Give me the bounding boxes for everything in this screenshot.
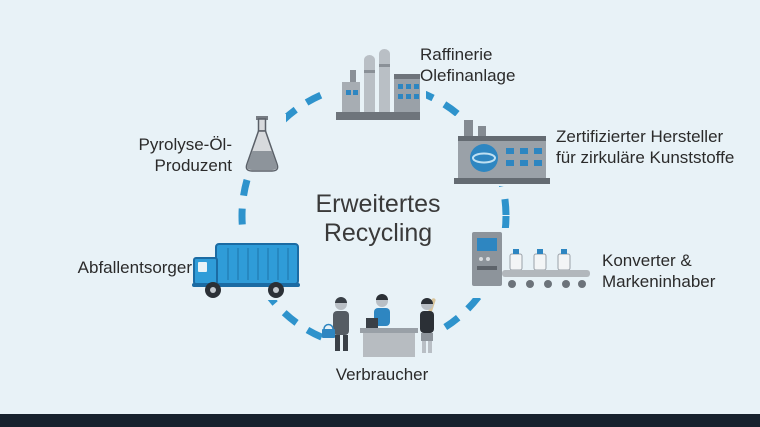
label-raffinerie: Raffinerie Olefinanlage	[420, 44, 515, 86]
label-konverter-line2: Markeninhaber	[602, 272, 716, 291]
label-verbraucher: Verbraucher	[318, 364, 446, 385]
label-abfallentsorger: Abfallentsorger	[58, 257, 192, 278]
checkout-consumers-icon	[322, 292, 442, 368]
cycle-title: Erweitertes Recycling	[274, 190, 482, 248]
label-konverter-line1: Konverter &	[602, 251, 692, 270]
label-pyrolyse: Pyrolyse-Öl- Produzent	[104, 134, 232, 176]
refinery-icon	[330, 48, 426, 128]
label-zertifizierter-line1: Zertifizierter Hersteller	[556, 127, 724, 146]
certified-factory-icon	[452, 116, 552, 186]
conveyor-belt-icon	[468, 228, 594, 298]
cycle-title-line1: Erweitertes	[315, 190, 441, 218]
label-konverter: Konverter & Markeninhaber	[602, 250, 715, 292]
cycle-title-line2: Recycling	[323, 219, 433, 247]
label-raffinerie-line1: Raffinerie	[420, 45, 493, 64]
footer-bar	[0, 414, 760, 427]
label-verbraucher-text: Verbraucher	[335, 365, 429, 384]
label-raffinerie-line2: Olefinanlage	[420, 66, 516, 85]
label-zertifizierter-line2: für zirkuläre Kunststoffe	[556, 148, 735, 167]
label-abfallentsorger-text: Abfallentsorger	[77, 258, 192, 277]
label-pyrolyse-line1: Pyrolyse-Öl-	[138, 135, 232, 154]
garbage-truck-icon	[190, 236, 308, 300]
flask-icon	[238, 114, 286, 178]
label-pyrolyse-line2: Produzent	[154, 156, 233, 175]
label-zertifizierter-hersteller: Zertifizierter Hersteller für zirkuläre …	[556, 126, 734, 168]
